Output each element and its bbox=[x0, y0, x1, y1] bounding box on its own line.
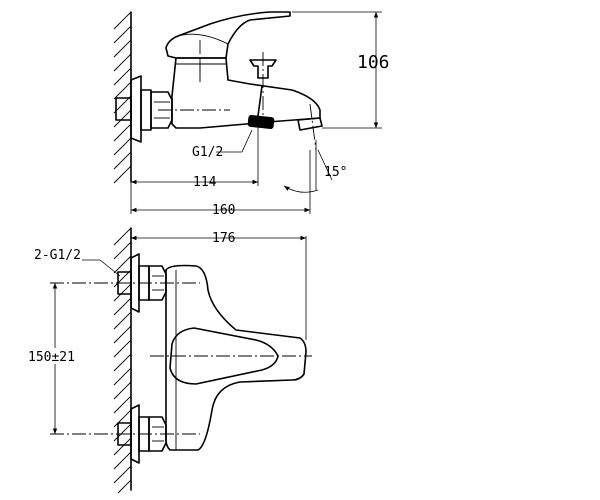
mixer-body-front bbox=[165, 264, 307, 451]
dim-176-label: 176 bbox=[212, 231, 235, 246]
dim-160: 160 bbox=[130, 150, 311, 218]
wall-front-view bbox=[113, 227, 132, 494]
side-thread-block bbox=[247, 114, 275, 130]
front-inlet-bottom bbox=[50, 404, 200, 464]
dim-106-label: 106 bbox=[357, 52, 390, 73]
diverter-knob-side bbox=[249, 52, 277, 120]
mixer-body-side bbox=[171, 40, 321, 129]
dim-114-label: 114 bbox=[193, 175, 217, 190]
lever-side bbox=[165, 11, 291, 59]
angle-15: 15° bbox=[283, 140, 347, 193]
dim-150: 150±21 bbox=[26, 283, 86, 434]
dim-150-label: 150±21 bbox=[28, 350, 75, 365]
front-thread-callout: 2-G1/2 bbox=[34, 248, 121, 277]
side-view: 106 G1/2 15° 114 160 bbox=[113, 11, 390, 218]
dim-160-label: 160 bbox=[212, 203, 235, 218]
angle-label: 15° bbox=[324, 165, 347, 180]
lever-front bbox=[150, 327, 312, 385]
front-thread-label: 2-G1/2 bbox=[34, 248, 81, 263]
dim-176: 176 bbox=[130, 231, 307, 340]
side-thread-callout: G1/2 bbox=[192, 129, 253, 160]
dim-114: 114 bbox=[131, 126, 259, 190]
spout-outlet bbox=[297, 103, 323, 151]
dim-106: 106 bbox=[292, 11, 390, 129]
side-thread-label: G1/2 bbox=[192, 145, 223, 160]
front-view: 2-G1/2 176 150±21 bbox=[26, 227, 312, 494]
